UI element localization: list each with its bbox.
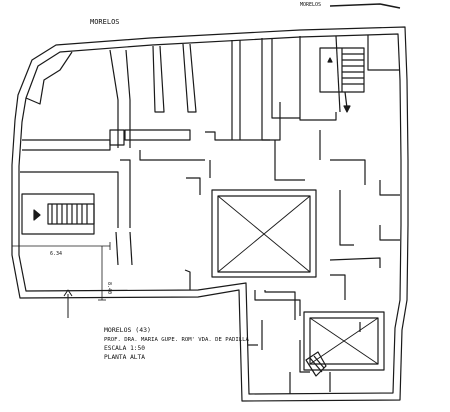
title-line-2: PROF. DRA. MARIA GUPE. ROM' VDA. DE PADI… xyxy=(104,337,249,343)
outer-wall xyxy=(11,26,409,402)
street-label-top: MORELOS xyxy=(90,18,120,26)
title-line-4: PLANTA ALTA xyxy=(104,354,145,361)
dimension-lines xyxy=(11,242,111,301)
title-block: MORELOS (43) PROF. DRA. MARIA GUPE. ROM'… xyxy=(104,326,249,361)
stair-left xyxy=(21,193,95,235)
title-line-3: ESCALA 1:50 xyxy=(104,345,145,352)
dimension-label-horizontal: 6.34 xyxy=(50,251,62,257)
bay-window xyxy=(25,51,73,105)
top-edge-artifact xyxy=(329,3,401,9)
stair-bottom xyxy=(305,351,327,377)
dimension-label-vertical: 8.40 xyxy=(106,282,112,294)
title-line-1: MORELOS (43) xyxy=(104,326,151,334)
stair-top-right xyxy=(319,47,365,113)
small-courtyard xyxy=(303,311,385,371)
interior-walls xyxy=(20,35,400,394)
central-patio xyxy=(211,189,317,278)
north-arrow xyxy=(63,289,73,318)
street-label-top-edge: MORELOS xyxy=(300,2,321,8)
outer-wall-inner xyxy=(18,33,402,395)
